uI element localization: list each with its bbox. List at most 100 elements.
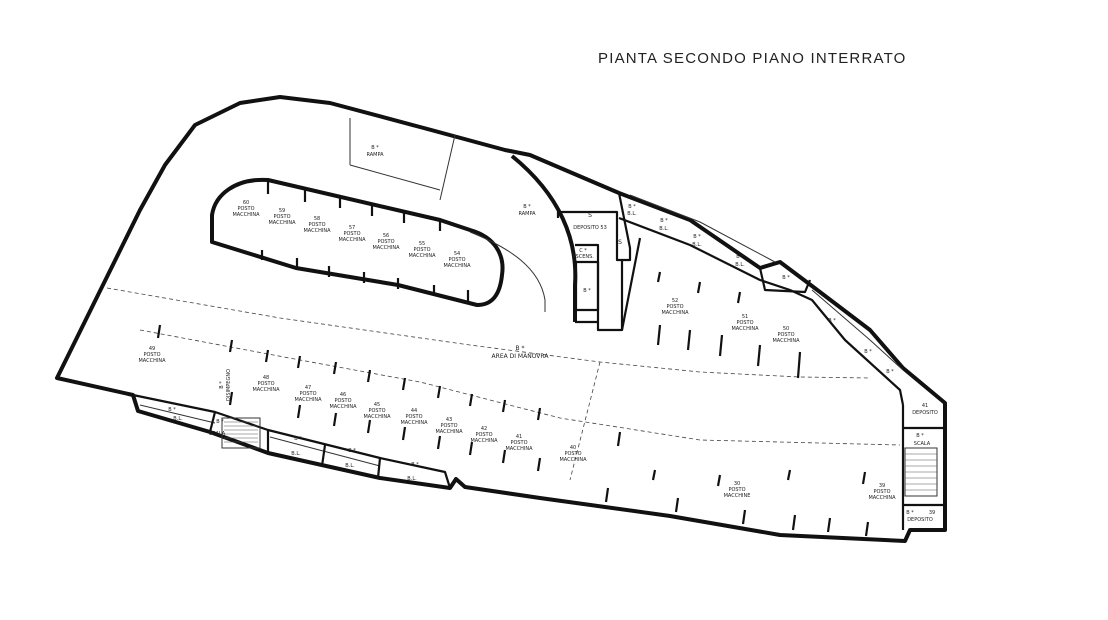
deposit-39-code: B *: [906, 510, 914, 516]
bl-lower-4-code: B *: [411, 462, 419, 468]
svg-text:POSTO: POSTO: [405, 414, 422, 420]
svg-text:POSTO: POSTO: [510, 440, 527, 446]
svg-text:47: 47: [305, 385, 311, 391]
svg-text:POSTO: POSTO: [728, 487, 745, 493]
lane-lower-dash: [139, 329, 901, 446]
core-s-1: S: [588, 212, 592, 219]
parking-space-52: 52 POSTO MACCHINA: [661, 298, 689, 316]
svg-text:MACCHINA: MACCHINA: [338, 237, 366, 243]
deposit-53-label: DEPOSITO 53: [573, 225, 607, 231]
right-wedge: [620, 237, 812, 331]
svg-text:MACCHINA: MACCHINA: [252, 387, 280, 393]
svg-text:MACCHINA: MACCHINA: [303, 228, 331, 234]
svg-text:MACCHINA: MACCHINA: [268, 220, 296, 226]
bl-upper-2-code: B *: [660, 218, 668, 224]
ramp-label-right-code: B *: [523, 204, 531, 210]
svg-text:POSTO: POSTO: [440, 423, 457, 429]
svg-text:MACCHINA: MACCHINA: [470, 438, 498, 444]
deposit-39-label: DEPOSITO: [907, 517, 933, 523]
stall-dividers-right: [656, 271, 802, 379]
stairs-left-label: SCALA: [209, 431, 226, 437]
svg-text:MACCHINA: MACCHINA: [443, 263, 471, 269]
parking-space-60: 60 POSTO MACCHINA: [232, 200, 260, 218]
stall-dividers-upper: [260, 182, 470, 301]
core-block: [556, 192, 632, 332]
bl-upper-3: B.L.: [692, 242, 702, 248]
bl-right-1-code: B *: [828, 318, 836, 324]
parking-space-55: 55 POSTO MACCHINA: [408, 241, 436, 259]
svg-text:POSTO: POSTO: [343, 231, 360, 237]
svg-text:POSTO: POSTO: [666, 304, 683, 310]
svg-text:POSTO: POSTO: [413, 247, 430, 253]
disimpegno-label: DISIMPEGNO: [226, 369, 232, 401]
bl-upper-5-code: B *: [782, 275, 790, 281]
service-strip-outer: [629, 194, 904, 371]
svg-text:MACCHINA: MACCHINA: [400, 420, 428, 426]
svg-text:40: 40: [570, 445, 576, 451]
bl-lower-2: B.L.: [291, 451, 301, 457]
outer-wall: [55, 95, 947, 543]
svg-text:55: 55: [419, 241, 425, 247]
svg-text:48: 48: [263, 375, 269, 381]
parking-space-50: 50 POSTO MACCHINA: [772, 326, 800, 344]
svg-text:59: 59: [279, 208, 285, 214]
svg-text:POSTO: POSTO: [299, 391, 316, 397]
svg-text:MACCHINA: MACCHINA: [372, 245, 400, 251]
svg-text:30: 30: [734, 481, 740, 487]
svg-text:POSTO: POSTO: [873, 489, 890, 495]
lift-shaft: [574, 260, 600, 312]
svg-text:42: 42: [481, 426, 487, 432]
bl-upper-3-code: B *: [693, 234, 701, 240]
bl-lower-3-code: B *: [348, 448, 356, 454]
svg-text:45: 45: [374, 402, 380, 408]
svg-text:43: 43: [446, 417, 452, 423]
svg-text:MACCHINA: MACCHINA: [772, 338, 800, 344]
svg-text:MACCHINE: MACCHINE: [724, 493, 751, 499]
parking-space-41: 41 POSTO MACCHINA: [505, 434, 533, 452]
bl-upper-4: B.L.: [735, 262, 745, 268]
sep-1: [208, 411, 217, 433]
parking-space-56: 56 POSTO MACCHINA: [372, 233, 400, 251]
parking-space-46: 46 POSTO MACCHINA: [329, 392, 357, 410]
svg-text:MACCHINA: MACCHINA: [868, 495, 896, 501]
svg-text:POSTO: POSTO: [475, 432, 492, 438]
svg-text:56: 56: [383, 233, 389, 239]
svg-text:54: 54: [454, 251, 460, 257]
svg-text:MACCHINA: MACCHINA: [363, 414, 391, 420]
parking-space-44: 44 POSTO MACCHINA: [400, 408, 428, 426]
svg-text:MACCHINA: MACCHINA: [329, 404, 357, 410]
svg-text:MACCHINA: MACCHINA: [294, 397, 322, 403]
bl-lower-3: B.L.: [345, 463, 355, 469]
inner-island: [210, 177, 505, 307]
svg-text:MACCHINA: MACCHINA: [408, 253, 436, 259]
bl-lower-1: B.L.: [173, 416, 183, 422]
bl-upper-2: B.L.: [659, 226, 669, 232]
svg-text:POSTO: POSTO: [237, 206, 254, 212]
parking-space-39: 39 POSTO MACCHINA: [868, 483, 896, 501]
svg-text:46: 46: [340, 392, 346, 398]
bl-lower-1-code: B *: [168, 407, 176, 413]
bl-lower-2-code: B *: [294, 436, 302, 442]
stall-dividers-lower: [156, 324, 870, 537]
svg-text:MACCHINA: MACCHINA: [505, 446, 533, 452]
ramp-label-top: RAMPA: [366, 152, 384, 158]
svg-text:POSTO: POSTO: [308, 222, 325, 228]
svg-text:50: 50: [783, 326, 789, 332]
parking-space-43: 43 POSTO MACCHINA: [435, 417, 463, 435]
svg-text:POSTO: POSTO: [377, 239, 394, 245]
bl-lower-4: B.L.: [407, 476, 417, 482]
svg-text:51: 51: [742, 314, 748, 320]
parking-space-54: 54 POSTO MACCHINA: [443, 251, 471, 269]
stairs-right: [904, 447, 938, 497]
bl-upper-1-code: B *: [628, 204, 636, 210]
svg-text:MACCHINA: MACCHINA: [559, 457, 587, 463]
parking-space-58: 58 POSTO MACCHINA: [303, 216, 331, 234]
maneuver-label: AREA DI MANOVRA: [492, 353, 550, 360]
disimpegno-code: B *: [219, 381, 225, 389]
svg-text:POSTO: POSTO: [368, 408, 385, 414]
parking-space-51: 51 POSTO MACCHINA: [731, 314, 759, 332]
ramp-divider-2: [439, 134, 456, 201]
deposit-39-num: 39: [929, 510, 935, 516]
bl-right-2-code: B *: [864, 349, 872, 355]
